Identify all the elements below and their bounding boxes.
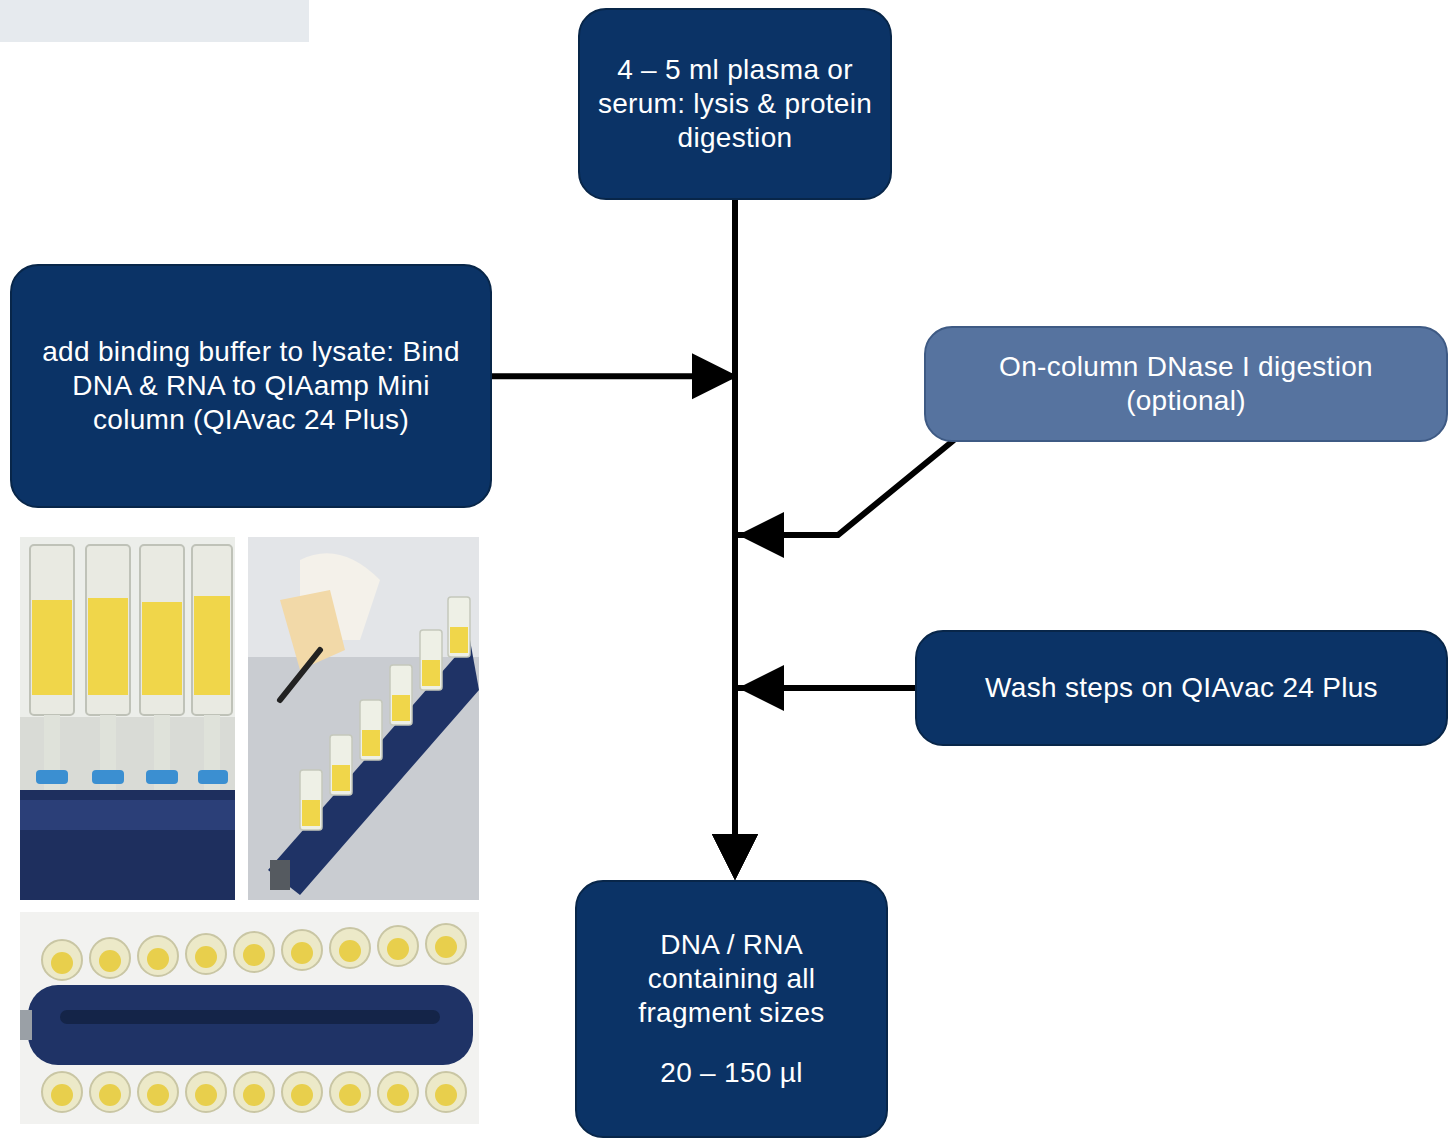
flow-connector	[492, 353, 758, 880]
process-box: On-column DNase I digestion (optional)	[924, 326, 1448, 442]
process-box: 4 – 5 ml plasma or serum: lysis & protei…	[578, 8, 892, 200]
process-box: DNA / RNA containing all fragment sizes 2…	[575, 880, 888, 1138]
box-label: 4 – 5 ml plasma or serum: lysis & protei…	[596, 53, 874, 155]
corner-band	[0, 0, 309, 42]
manifold-photo	[248, 537, 479, 900]
manifold-photo	[20, 912, 479, 1124]
box-label: DNA / RNA containing all fragment sizes	[593, 928, 870, 1030]
box-label: Wash steps on QIAvac 24 Plus	[985, 671, 1378, 705]
process-box: add binding buffer to lysate: Bind DNA &…	[10, 264, 492, 508]
flow-connector	[712, 665, 915, 880]
box-label: On-column DNase I digestion (optional)	[942, 350, 1430, 418]
box-label: 20 – 150 µl	[660, 1056, 802, 1090]
manifold-photo	[20, 537, 235, 900]
process-box: Wash steps on QIAvac 24 Plus	[915, 630, 1448, 746]
box-label: add binding buffer to lysate: Bind DNA &…	[28, 335, 474, 437]
